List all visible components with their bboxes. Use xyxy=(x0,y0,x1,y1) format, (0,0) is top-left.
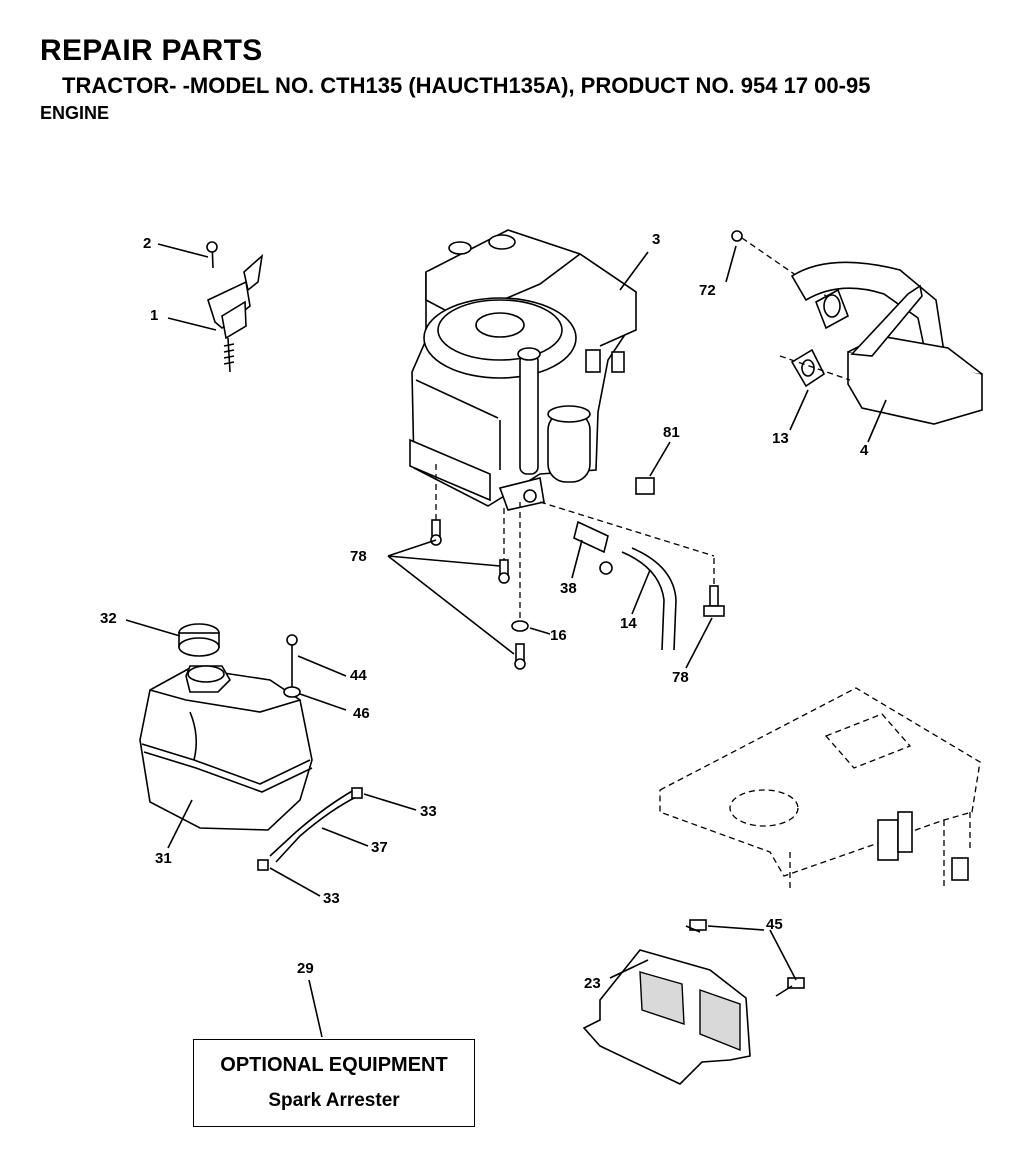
callout-13: 13 xyxy=(772,430,789,447)
callout-4: 4 xyxy=(860,442,869,459)
throttle-bracket xyxy=(206,241,264,373)
callout-1: 1 xyxy=(150,307,158,324)
callout-29: 29 xyxy=(297,960,314,977)
callout-31: 31 xyxy=(155,850,172,867)
model-subtitle: TRACTOR- -MODEL NO. CTH135 (HAUCTH135A),… xyxy=(62,73,871,98)
callout-33-lower: 33 xyxy=(323,890,340,907)
optional-equipment-heading: OPTIONAL EQUIPMENT xyxy=(220,1054,448,1076)
callout-3: 3 xyxy=(652,231,660,248)
engine xyxy=(409,229,637,511)
tractor-frame xyxy=(659,687,981,890)
callout-2: 2 xyxy=(143,235,151,252)
optional-equipment-box: OPTIONAL EQUIPMENT Spark Arrester xyxy=(193,1039,475,1127)
fuel-tank xyxy=(139,623,363,871)
callout-32: 32 xyxy=(100,610,117,627)
callout-33-upper: 33 xyxy=(420,803,437,820)
callout-38: 38 xyxy=(560,580,577,597)
callout-78-lower: 78 xyxy=(672,669,689,686)
callout-78-upper: 78 xyxy=(350,548,367,565)
section-label: ENGINE xyxy=(40,103,110,123)
callout-23: 23 xyxy=(584,975,601,992)
callout-labels: 1 2 3 4 13 14 16 23 29 31 32 33 33 37 38… xyxy=(100,231,869,992)
callout-45: 45 xyxy=(766,916,783,933)
page-title: REPAIR PARTS xyxy=(40,34,263,67)
callout-37: 37 xyxy=(371,839,388,856)
callout-81: 81 xyxy=(663,424,680,441)
callout-46: 46 xyxy=(353,705,370,722)
callout-44: 44 xyxy=(350,667,367,684)
callout-14: 14 xyxy=(620,615,637,632)
leader-lines xyxy=(125,243,887,1038)
muffler xyxy=(731,230,983,425)
shield-plate xyxy=(582,919,805,1085)
callout-72: 72 xyxy=(699,282,716,299)
spark-arrester-label: Spark Arrester xyxy=(268,1090,400,1111)
callout-16: 16 xyxy=(550,627,567,644)
